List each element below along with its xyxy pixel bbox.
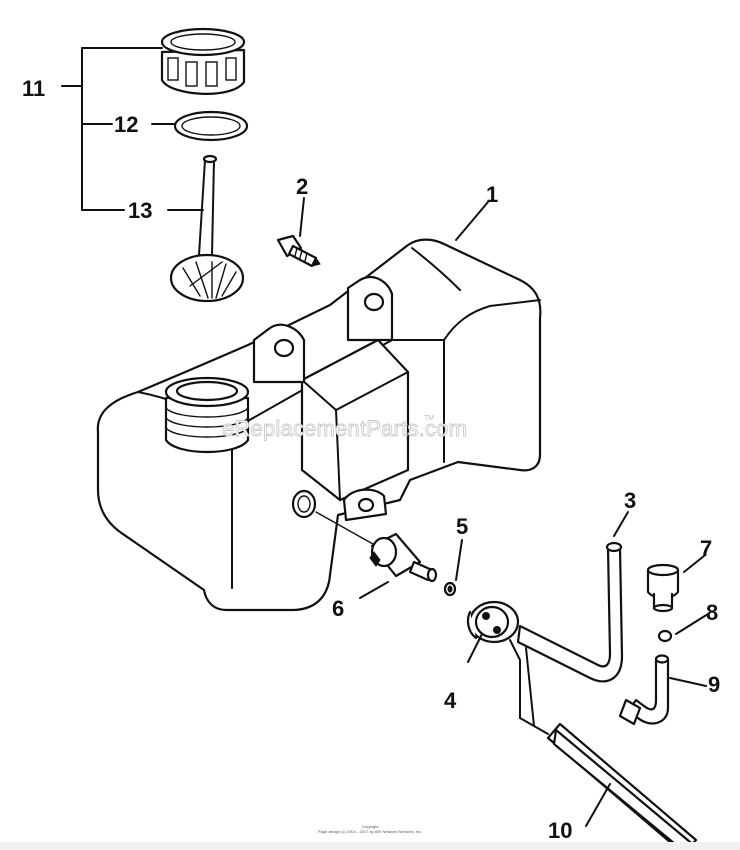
- callout-4: 4: [444, 688, 457, 713]
- callout-5: 5: [456, 514, 468, 539]
- callout-bracket-11-13: [61, 47, 204, 211]
- callout-leaders: [299, 197, 709, 827]
- callout-1: 1: [486, 182, 498, 207]
- part-fuel-line[interactable]: [509, 639, 698, 850]
- callout-8: 8: [706, 600, 718, 625]
- part-screw[interactable]: [276, 234, 321, 268]
- part-shutoff-valve[interactable]: [369, 532, 438, 583]
- part-grommet[interactable]: [466, 600, 520, 644]
- callout-10: 10: [548, 818, 572, 843]
- callout-2: 2: [296, 174, 308, 199]
- watermark-tm: TM: [424, 415, 434, 422]
- part-vent-tube[interactable]: [516, 541, 624, 683]
- callout-12: 12: [114, 112, 138, 137]
- part-fitting[interactable]: [646, 563, 680, 613]
- callout-13: 13: [128, 198, 152, 223]
- copyright-line-1: Copyright: [361, 824, 379, 829]
- part-washer[interactable]: [443, 581, 457, 597]
- part-short-tube[interactable]: [618, 654, 670, 726]
- part-small-washer[interactable]: [657, 629, 673, 643]
- part-fuel-tank[interactable]: [96, 238, 542, 612]
- callout-11: 11: [22, 76, 45, 101]
- callout-9: 9: [708, 672, 720, 697]
- watermark-text: eReplacementParts.com: [222, 416, 467, 441]
- callout-7: 7: [700, 536, 712, 561]
- leader-tank-to-valve: [315, 511, 381, 549]
- part-filler-strainer[interactable]: [169, 154, 245, 303]
- part-cap-gasket[interactable]: [173, 110, 249, 142]
- callout-3: 3: [624, 488, 636, 513]
- watermark: eReplacementParts.com TM: [222, 415, 468, 441]
- part-fuel-cap[interactable]: [160, 27, 246, 95]
- callout-6: 6: [332, 596, 344, 621]
- copyright-line-2: Page design (c) 2004 - 2017 by ARI Netwo…: [318, 829, 422, 834]
- footer-bar: [0, 842, 740, 850]
